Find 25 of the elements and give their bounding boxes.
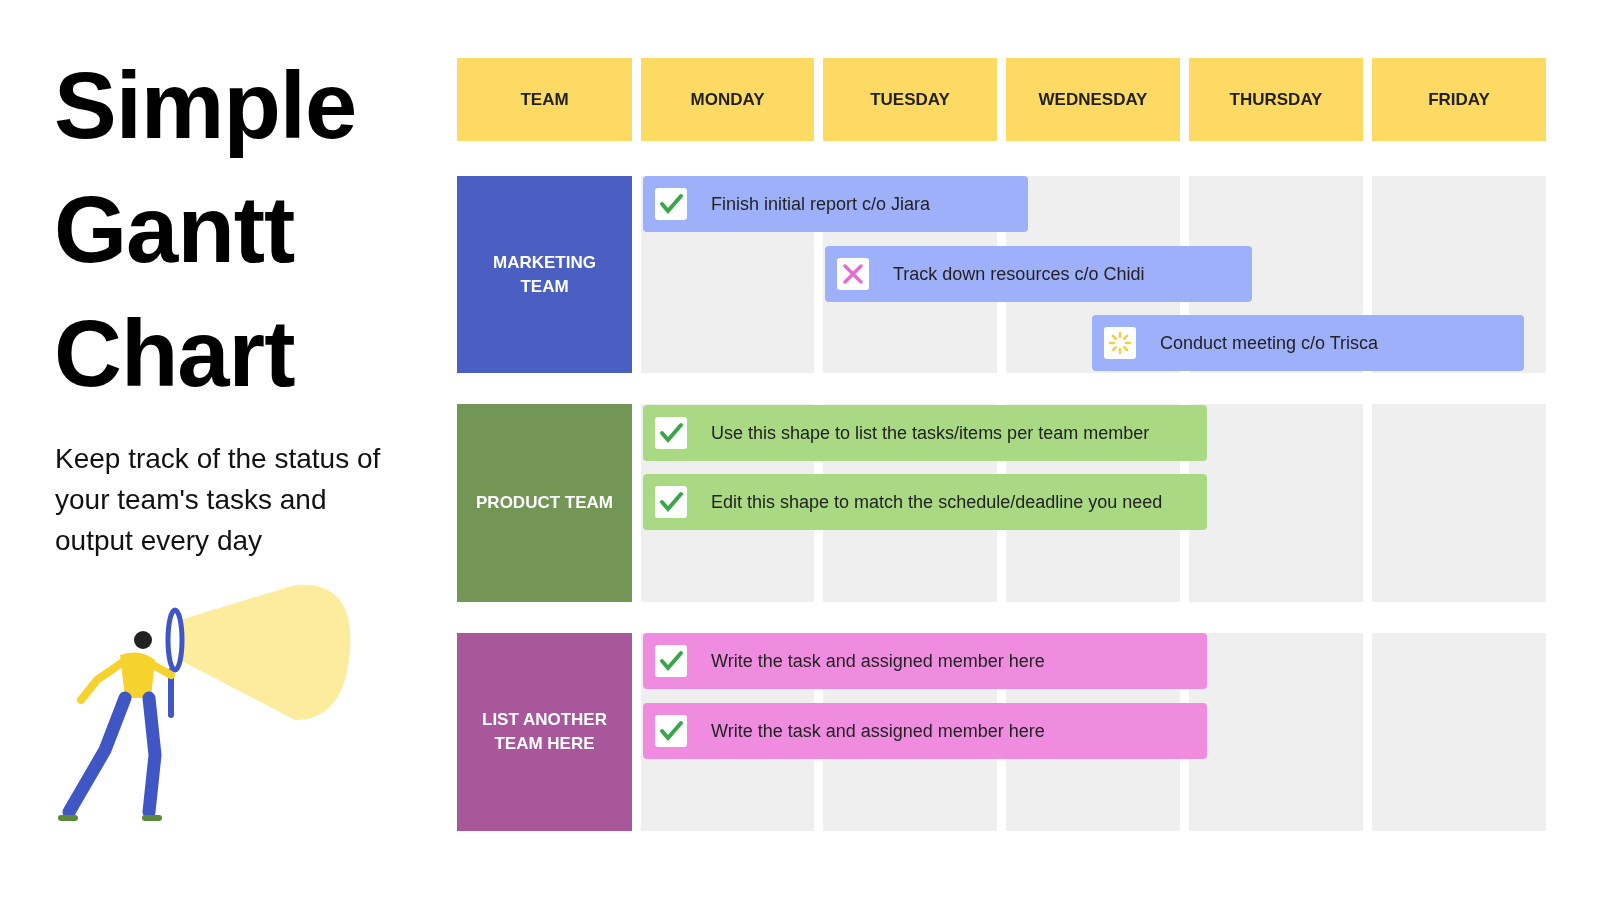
task-bar xyxy=(643,405,1207,461)
team-label: LIST ANOTHER TEAM HERE xyxy=(457,633,632,831)
task-text: Write the task and assigned member here xyxy=(711,720,1045,742)
day-header: TEAM xyxy=(457,58,632,141)
task-bar xyxy=(643,474,1207,530)
task-bar xyxy=(643,633,1207,689)
task-text: Track down resources c/o Chidi xyxy=(893,263,1145,285)
title: Simple Gantt Chart xyxy=(54,52,358,408)
task-text: Use this shape to list the tasks/items per team member xyxy=(711,422,1150,444)
day-header: TUESDAY xyxy=(823,58,997,141)
task-bar xyxy=(643,703,1207,759)
day-header: FRIDAY xyxy=(1372,58,1546,141)
day-header: WEDNESDAY xyxy=(1006,58,1180,141)
task-text: Conduct meeting c/o Trisca xyxy=(1160,332,1379,354)
task-text: Edit this shape to match the schedule/deadline you need xyxy=(711,491,1163,513)
team-label: MARKETING TEAM xyxy=(457,176,632,373)
task-bar xyxy=(1092,315,1524,371)
day-header: MONDAY xyxy=(641,58,814,141)
team-label: PRODUCT TEAM xyxy=(457,404,632,602)
task-bar xyxy=(643,176,1028,232)
day-header: THURSDAY xyxy=(1189,58,1363,141)
task-text: Finish initial report c/o Jiara xyxy=(711,193,931,215)
task-bar xyxy=(825,246,1252,302)
task-text: Write the task and assigned member here xyxy=(711,650,1045,672)
subtitle: Keep track of the status of your team's tasks and output every day xyxy=(55,442,382,558)
